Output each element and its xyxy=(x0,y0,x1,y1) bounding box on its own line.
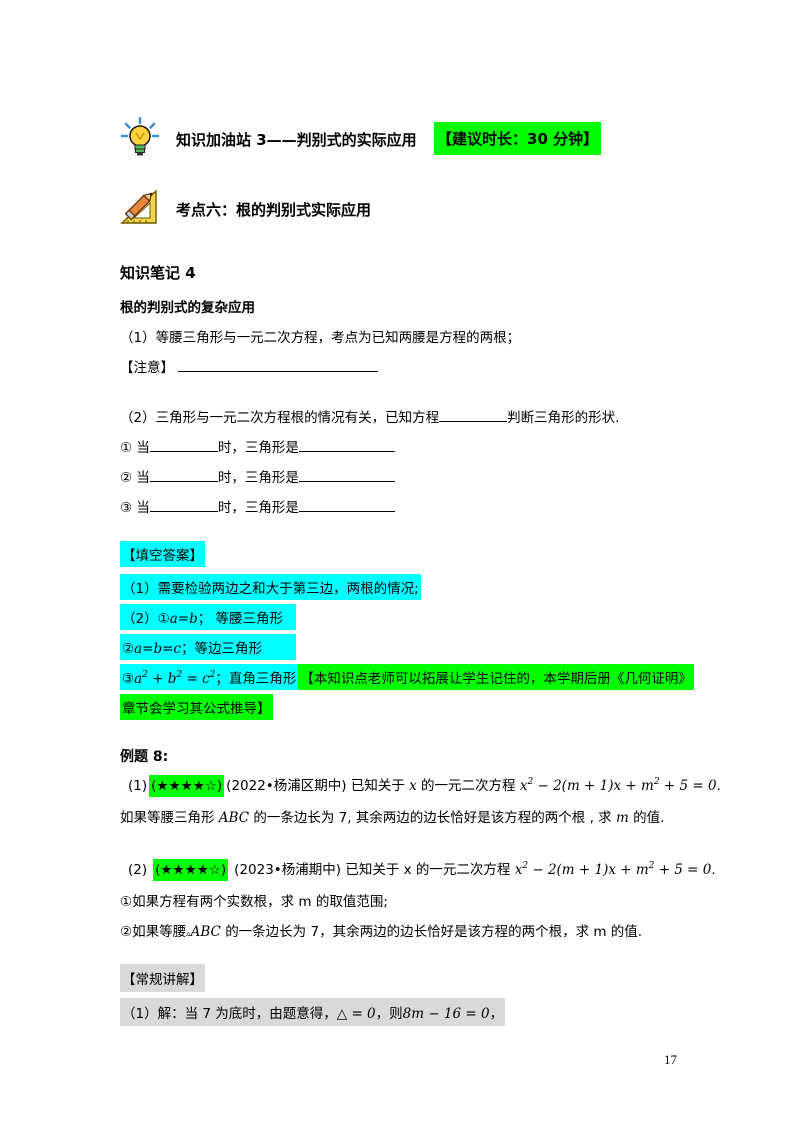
attention-blank[interactable] xyxy=(178,358,378,372)
item-2-text-b: 判断三角形的形状. xyxy=(507,410,620,426)
q1-line2-c: 的值. xyxy=(633,810,665,826)
question-1-line-2: 如果等腰三角形 ABC 的一条边长为 7, 其余两边的边长恰好是该方程的两个根 … xyxy=(120,806,664,826)
notes-attention: 【注意】 xyxy=(120,356,378,376)
pythagoras-formula: a2 + b2 = c2 xyxy=(134,670,216,688)
q1-text: (2022•杨浦区期中) 已知关于 xyxy=(226,778,405,794)
q1-triangle-abc: ABC xyxy=(218,810,250,826)
answer-3-math: a=b=c xyxy=(134,641,181,657)
q1-variable-m: m xyxy=(615,810,629,826)
answer-2-suffix: ； 等腰三角形 xyxy=(197,611,284,627)
example-heading: 例题 8: xyxy=(120,749,169,765)
q2-triangle-abc: ▵ABC xyxy=(186,924,221,940)
answer-line-3: ②a=b=c；等边三角形 xyxy=(120,634,296,660)
q1-variable-x: x xyxy=(409,778,417,794)
station-title: 知识加油站 3——判别式的实际应用 xyxy=(176,129,417,150)
case-1: ① 当 时，三角形是 xyxy=(120,436,395,456)
answer-line-1: （1）需要检验两边之和大于第三边，两根的情况; xyxy=(120,574,421,600)
question-2-line-1: (2) (★★★★☆) (2023•杨浦期中) 已知关于 x 的一元二次方程 x2 … xyxy=(128,858,716,881)
notes-subheading: 根的判别式的复杂应用 xyxy=(120,300,255,316)
answer-4-suffix: ；直角三角形 xyxy=(215,671,297,687)
ruler-pencil-icon xyxy=(118,185,160,227)
teacher-note-line-2: 章节会学习其公式推导】 xyxy=(120,694,273,720)
notes-item-2: （2）三角形与一元二次方程根的情况有关，已知方程 判断三角形的形状. xyxy=(120,406,619,426)
case-1-shape-blank[interactable] xyxy=(298,438,395,452)
case-2-condition-blank[interactable] xyxy=(149,468,218,482)
question-2-sub-1: ①如果方程有两个实数根，求 m 的取值范围; xyxy=(120,894,388,910)
solution-line1-c: ， xyxy=(489,1006,504,1022)
discriminant-zero: △ = 0 xyxy=(336,1006,376,1022)
answer-4-prefix: ③ xyxy=(122,671,135,687)
notes-item-1: （1）等腰三角形与一元二次方程，考点为已知两腰是方程的两根； xyxy=(120,330,521,346)
solution-heading: 【常规讲解】 xyxy=(120,964,205,992)
solution-line1-b: ，则 xyxy=(375,1006,403,1022)
time-hint-badge: 【建议时长：30 分钟】 xyxy=(434,122,602,155)
attention-label: 【注意】 xyxy=(120,360,174,376)
case-2: ② 当 时，三角形是 xyxy=(120,466,395,486)
case-3-label: ③ 当 xyxy=(120,500,150,516)
answer-line-4: ③a2 + b2 = c2；直角三角形 【本知识点老师可以拓展让学生记住的，本学… xyxy=(120,664,694,690)
topic-title: 考点六：根的判别式实际应用 xyxy=(176,201,372,219)
equation-blank[interactable] xyxy=(439,408,508,422)
solution-line1-a: （1）解：当 7 为底时，由题意得， xyxy=(122,1006,337,1022)
answer-2-math: a=b xyxy=(169,611,198,627)
q2-sub2-b: 的一条边长为 7，其余两边的边长恰好是该方程的两个根，求 m 的值. xyxy=(225,924,643,940)
answer-line-2: （2）①a=b； 等腰三角形 xyxy=(120,604,296,630)
item-2-text-a: （2）三角形与一元二次方程根的情况有关，已知方程 xyxy=(120,410,440,426)
case-1-label: ① 当 xyxy=(120,440,150,456)
q2-difficulty-stars: (★★★★☆) xyxy=(153,859,229,881)
q2-text: (2023•杨浦期中) 已知关于 x 的一元二次方程 xyxy=(234,862,511,878)
answers-heading: 【填空答案】 xyxy=(120,541,205,567)
q2-sub2-a: ②如果等腰 xyxy=(120,924,187,940)
case-3-condition-blank[interactable] xyxy=(149,498,218,512)
teacher-note-line-1: 【本知识点老师可以拓展让学生记住的，本学期后册《几何证明》 xyxy=(298,664,694,690)
station-title-text: 知识加油站 3——判别式的实际应用 xyxy=(176,131,417,149)
q1-text-2: 的一元二次方程 xyxy=(421,778,516,794)
case-3: ③ 当 时，三角形是 xyxy=(120,496,395,516)
answer-3-prefix: ② xyxy=(122,641,135,657)
lightbulb-icon xyxy=(120,116,160,158)
case-2-mid: 时，三角形是 xyxy=(217,470,299,486)
q1-number: (1) xyxy=(128,778,148,794)
q1-equation: x2 − 2(m + 1)x + m2 + 5 = 0 xyxy=(519,777,717,795)
case-1-mid: 时，三角形是 xyxy=(217,440,299,456)
case-2-label: ② 当 xyxy=(120,470,150,486)
time-hint-text: 【建议时长：30 分钟】 xyxy=(437,130,599,148)
question-2-sub-2: ②如果等腰▵ABC 的一条边长为 7，其余两边的边长恰好是该方程的两个根，求 m… xyxy=(120,920,642,940)
notes-heading: 知识笔记 4 xyxy=(120,264,196,282)
question-1-line-1: (1)(★★★★☆)(2022•杨浦区期中) 已知关于 x 的一元二次方程 x2… xyxy=(128,774,721,797)
case-3-mid: 时，三角形是 xyxy=(217,500,299,516)
q1-line2-a: 如果等腰三角形 xyxy=(120,810,215,826)
q1-difficulty-stars: (★★★★☆) xyxy=(149,775,225,797)
page-number: 17 xyxy=(664,1052,677,1067)
answer-2-prefix: （2）① xyxy=(122,611,170,627)
q2-equation: x2 − 2(m + 1)x + m2 + 5 = 0 xyxy=(514,861,712,879)
answer-3-suffix: ；等边三角形 xyxy=(180,641,262,657)
linear-equation: 8m − 16 = 0 xyxy=(402,1006,490,1022)
q2-number: (2) xyxy=(128,862,148,878)
solution-line-1: （1）解：当 7 为底时，由题意得，△ = 0，则8m − 16 = 0， xyxy=(120,998,506,1026)
case-3-shape-blank[interactable] xyxy=(298,498,395,512)
case-1-condition-blank[interactable] xyxy=(149,438,218,452)
answer-4-highlight: ③a2 + b2 = c2；直角三角形 xyxy=(120,664,299,690)
case-2-shape-blank[interactable] xyxy=(298,468,395,482)
q1-line2-b: 的一条边长为 7, 其余两边的边长恰好是该方程的两个根 , 求 xyxy=(253,810,612,826)
